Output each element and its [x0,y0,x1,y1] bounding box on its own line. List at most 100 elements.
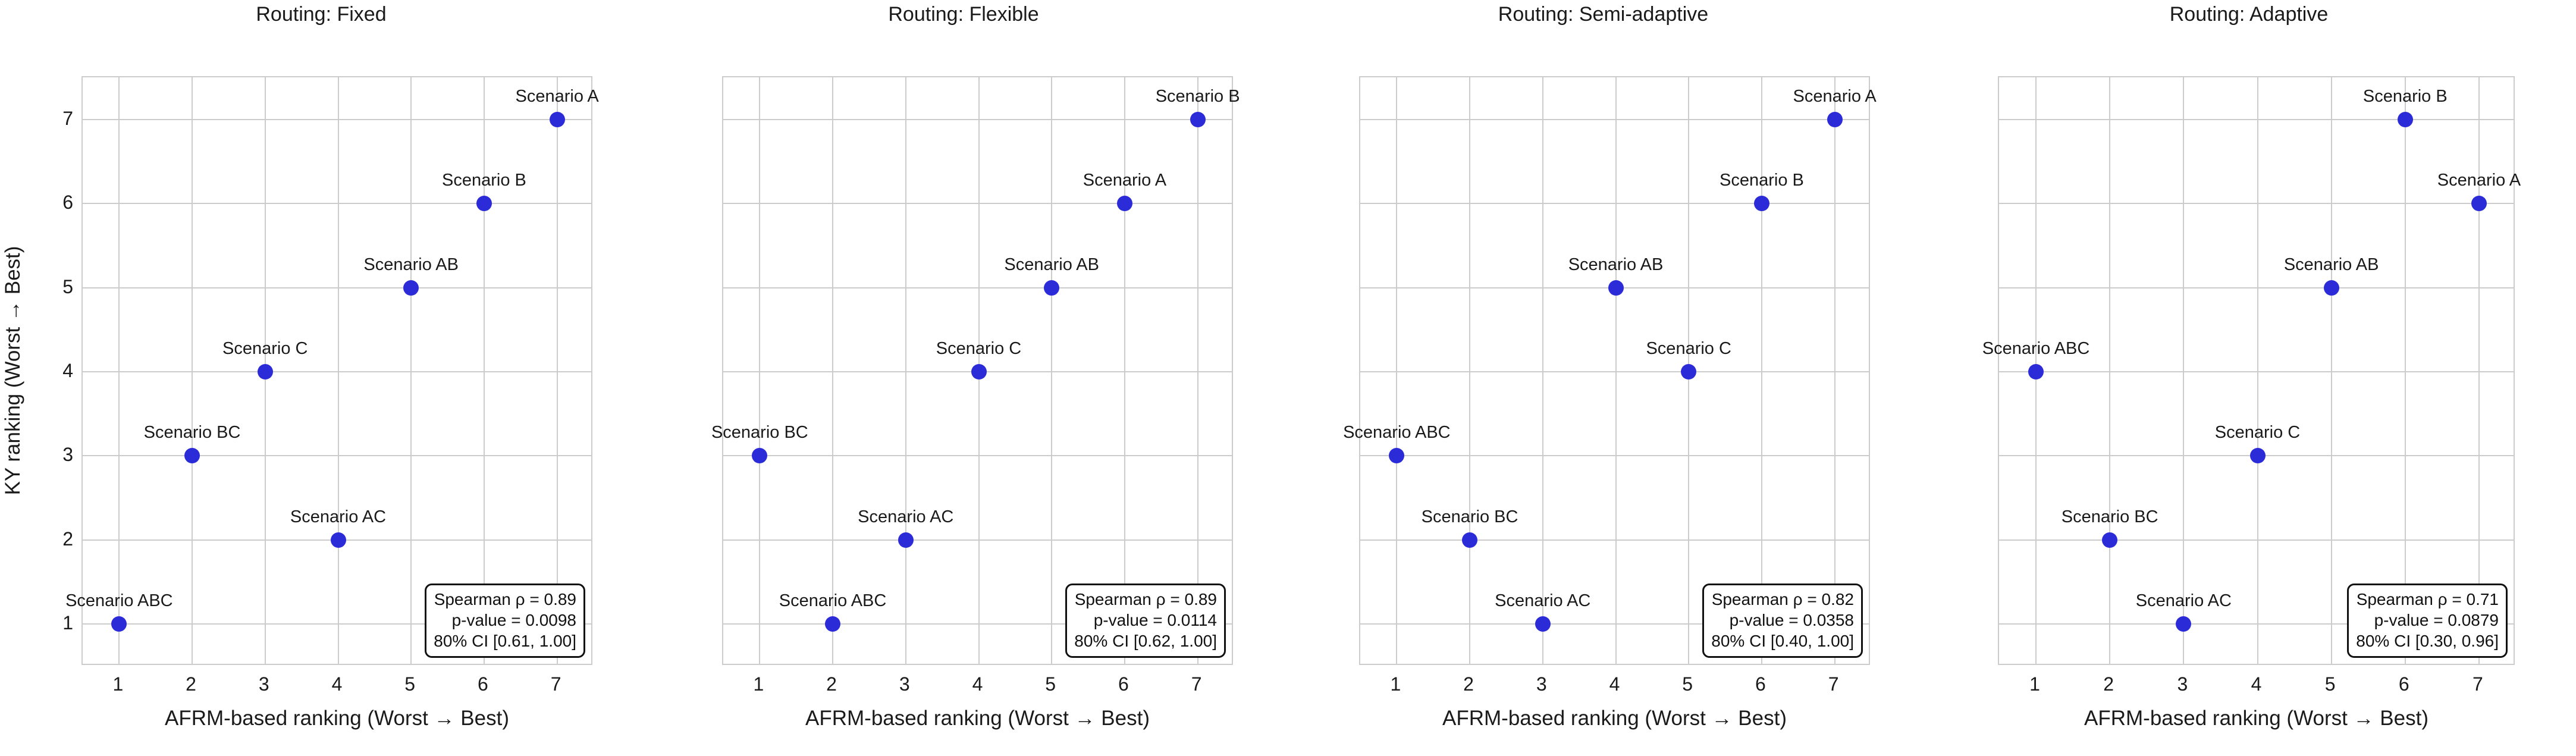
data-point [1044,280,1060,296]
x-axis-tick-label: 1 [2029,673,2040,695]
gridline-horizontal [1360,455,1869,457]
data-point-label: Scenario BC [1421,507,1518,526]
data-point [1462,532,1478,548]
x-axis-tick-label: 3 [2177,673,2188,695]
gridline-horizontal [723,287,1232,288]
x-axis-label: AFRM-based ranking (Worst → Best) [1442,707,1787,730]
x-axis-label: AFRM-based ranking (Worst → Best) [2084,707,2428,730]
gridline-horizontal [1360,203,1869,205]
data-point [1608,280,1624,296]
confidence-interval-text: 80% CI [0.61, 1.00] [434,632,576,650]
x-axis-tick-label: 7 [1828,673,1839,695]
data-point [2471,196,2487,212]
gridline-horizontal [83,118,591,120]
data-point [1827,111,1843,127]
confidence-interval-text: 80% CI [0.40, 1.00] [1711,632,1854,650]
spearman-rho-text: Spearman ρ = 0.82 [1711,590,1854,608]
data-point [330,532,346,548]
gridline-horizontal [1999,203,2514,205]
gridline-vertical [2183,77,2185,664]
x-axis-tick-label: 6 [1118,673,1129,695]
data-point-label: Scenario AC [858,507,954,526]
gridline-horizontal [83,287,591,288]
x-axis-tick-label: 1 [1390,673,1401,695]
data-point [2323,280,2339,296]
x-axis-tick-label: 1 [112,673,124,695]
data-point-label: Scenario AB [363,255,459,274]
y-axis-tick-label: 5 [62,275,73,297]
x-axis-label: AFRM-based ranking (Worst → Best) [165,707,509,730]
gridline-horizontal [1999,371,2514,372]
data-point-label: Scenario AB [1568,255,1664,274]
gridline-horizontal [1360,539,1869,541]
y-axis-tick-label: 4 [62,360,73,381]
x-axis-tick-label: 4 [972,673,983,695]
confidence-interval-text: 80% CI [0.62, 1.00] [1074,632,1217,650]
data-point [2028,364,2044,379]
data-point [111,616,127,632]
x-axis-tick-label: 4 [1609,673,1620,695]
x-axis-tick-label: 6 [2398,673,2409,695]
p-value-text: p-value = 0.0098 [451,611,576,629]
x-axis-label: AFRM-based ranking (Worst → Best) [805,707,1150,730]
gridline-vertical [2478,77,2480,664]
panel-title: Routing: Flexible [888,3,1039,26]
y-axis-tick-label: 6 [62,192,73,214]
gridline-vertical [1469,77,1471,664]
gridline-vertical [1197,77,1198,664]
gridline-vertical [1124,77,1125,664]
panel-title: Routing: Adaptive [2169,3,2329,26]
data-point-label: Scenario A [1083,171,1167,190]
x-axis-tick-label: 7 [550,673,561,695]
gridline-horizontal [723,539,1232,541]
x-axis-tick-label: 5 [2324,673,2336,695]
gridline-vertical [483,77,485,664]
data-point-label: Scenario ABC [779,591,887,611]
data-point-label: Scenario AB [1004,255,1100,274]
x-axis-tick-label: 3 [258,673,269,695]
data-point-label: Scenario AC [290,507,387,526]
gridline-horizontal [723,455,1232,457]
p-value-text: p-value = 0.0114 [1093,611,1217,629]
gridline-vertical [905,77,906,664]
gridline-vertical [1396,77,1398,664]
y-axis-tick-label: 2 [62,528,73,550]
data-point-label: Scenario B [1155,86,1240,106]
gridline-vertical [2330,77,2332,664]
gridline-vertical [556,77,558,664]
gridline-vertical [2404,77,2406,664]
gridline-horizontal [1999,118,2514,120]
statistics-annotation-box: Spearman ρ = 0.89 p-value = 0.0098 80% CI … [425,584,585,658]
gridline-horizontal [83,371,591,372]
gridline-vertical [1834,77,1835,664]
confidence-interval-text: 80% CI [0.30, 0.96] [2356,632,2499,650]
data-point [1535,616,1551,632]
y-axis-tick-label: 1 [62,612,73,634]
gridline-horizontal [723,118,1232,120]
gridline-vertical [118,77,120,664]
spearman-rho-text: Spearman ρ = 0.89 [434,590,576,608]
x-axis-tick-label: 2 [2103,673,2114,695]
statistics-annotation-box: Spearman ρ = 0.82 p-value = 0.0358 80% CI … [1702,584,1863,658]
data-point-label: Scenario BC [2061,507,2158,526]
panel-title: Routing: Semi-adaptive [1498,3,1709,26]
gridline-vertical [337,77,339,664]
gridline-vertical [1542,77,1543,664]
p-value-text: p-value = 0.0358 [1729,611,1854,629]
gridline-vertical [2109,77,2111,664]
x-axis-tick-label: 4 [2251,673,2262,695]
data-point-label: Scenario C [936,339,1022,358]
gridline-vertical [2257,77,2258,664]
data-point [2176,616,2192,632]
x-axis-tick-label: 2 [186,673,196,695]
data-point [898,532,914,548]
data-point [2397,111,2413,127]
x-axis-tick-label: 7 [1191,673,1202,695]
gridline-horizontal [1360,371,1869,372]
